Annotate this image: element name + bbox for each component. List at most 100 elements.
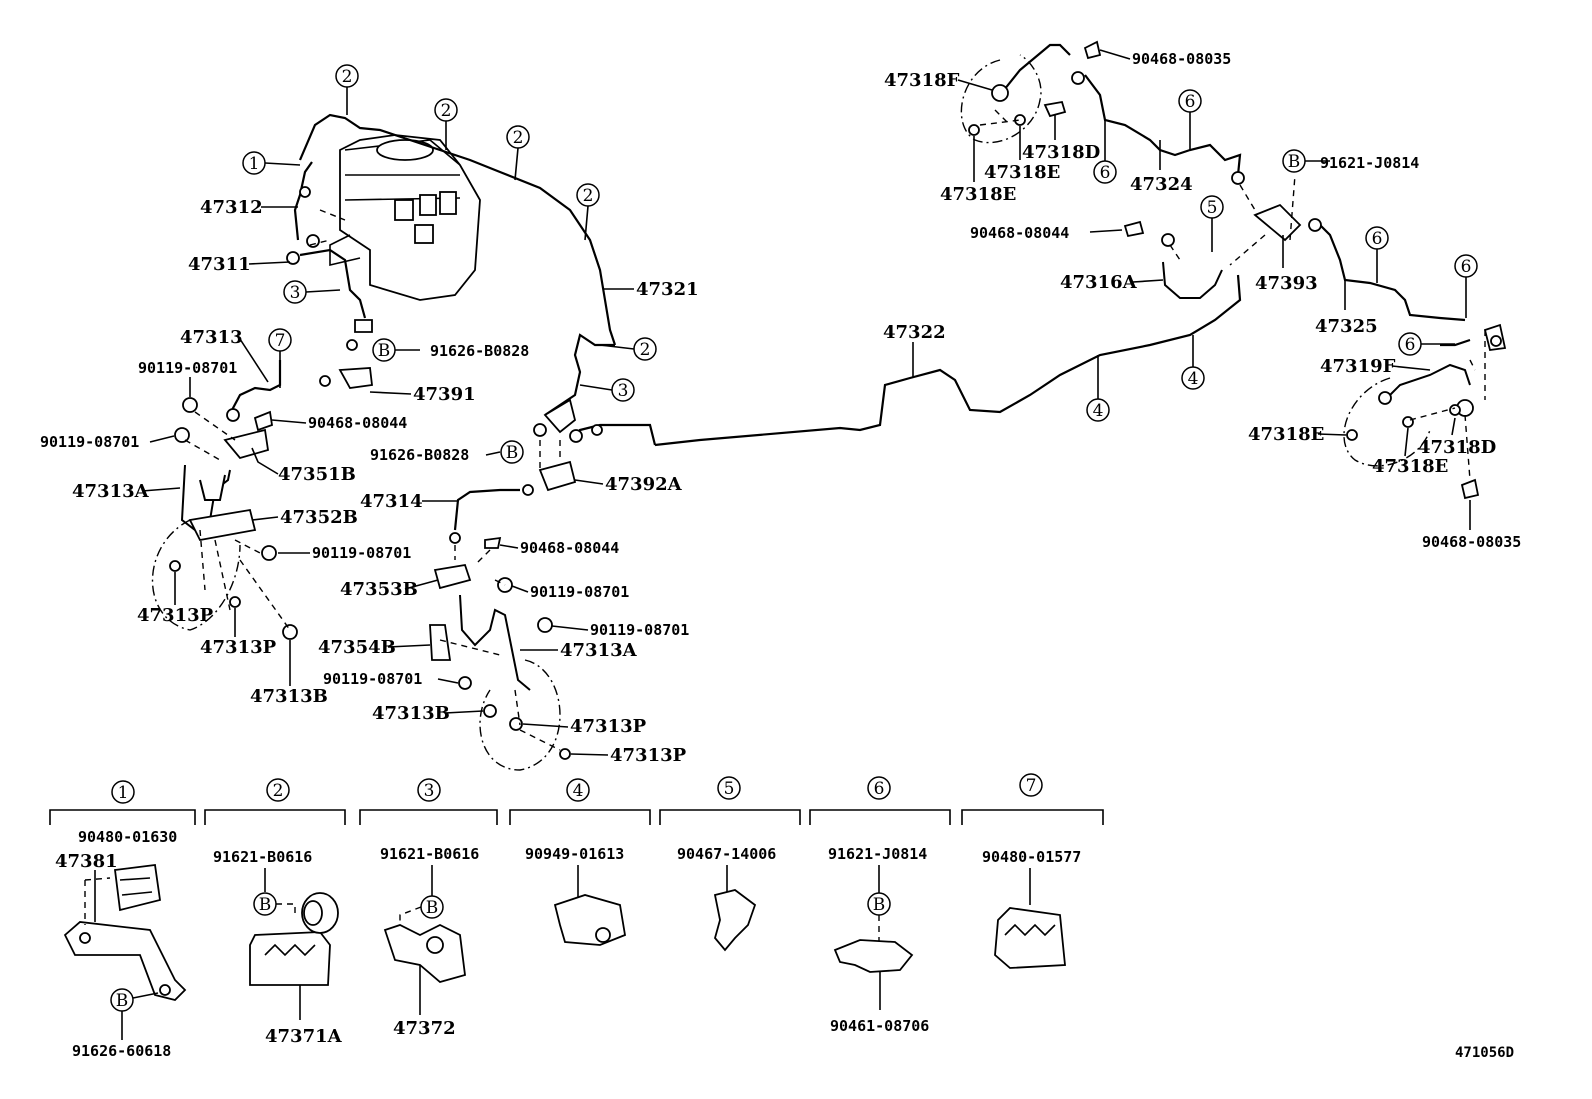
label-47354B: 47354B bbox=[318, 637, 396, 658]
callout-6-d: 6 bbox=[1454, 254, 1478, 278]
svg-text:2: 2 bbox=[583, 186, 594, 206]
legend: 1 2 3 4 5 6 7 90480-01630 47381 B 91626-… bbox=[49, 773, 1104, 1060]
label-47312: 47312 bbox=[200, 197, 263, 218]
svg-text:4: 4 bbox=[1093, 401, 1104, 421]
flex-hoses-left bbox=[180, 464, 531, 691]
legend-5-callout: 5 bbox=[717, 776, 741, 800]
svg-text:7: 7 bbox=[1026, 776, 1037, 796]
label-47313P-b: 47313P bbox=[200, 637, 277, 658]
left-fittings bbox=[169, 186, 603, 760]
legend-1-part-a: 90480-01630 bbox=[78, 828, 177, 846]
callout-7: 7 bbox=[268, 328, 292, 352]
legend-7-part-a: 90480-01577 bbox=[982, 848, 1081, 866]
dashed-guides-left bbox=[151, 209, 561, 771]
legend-1-callout: 1 bbox=[111, 780, 135, 804]
svg-text:6: 6 bbox=[1405, 335, 1416, 355]
callout-2-b: 2 bbox=[434, 98, 458, 122]
svg-text:6: 6 bbox=[874, 779, 885, 799]
label-47313A-a: 47313A bbox=[72, 481, 150, 502]
svg-text:3: 3 bbox=[424, 781, 435, 801]
svg-text:4: 4 bbox=[573, 781, 584, 801]
label-91626-B0828-b: 91626-B0828 bbox=[370, 446, 469, 464]
label-91626-B0828-a: 91626-B0828 bbox=[430, 342, 529, 360]
label-47313P-c: 47313P bbox=[570, 716, 647, 737]
callout-4-b: 4 bbox=[1181, 366, 1205, 390]
label-90119-08701-c: 90119-08701 bbox=[312, 544, 411, 562]
label-90119-08701-d: 90119-08701 bbox=[530, 583, 629, 601]
dashed-guides-right bbox=[960, 54, 1486, 481]
callout-3-b: 3 bbox=[611, 378, 635, 402]
label-47316A: 47316A bbox=[1060, 272, 1138, 293]
svg-text:1: 1 bbox=[249, 154, 260, 174]
label-90119-08701-e: 90119-08701 bbox=[590, 621, 689, 639]
svg-text:3: 3 bbox=[290, 283, 301, 303]
svg-text:7: 7 bbox=[275, 331, 286, 351]
svg-text:2: 2 bbox=[342, 67, 353, 87]
legend-2-b-callout: B bbox=[253, 892, 277, 916]
label-47318D-a: 47318D bbox=[1022, 142, 1100, 163]
label-47319F: 47319F bbox=[1320, 356, 1396, 377]
legend-3-callout: 3 bbox=[417, 778, 441, 802]
label-90468-08044-b: 90468-08044 bbox=[520, 539, 619, 557]
callout-leaders bbox=[264, 87, 1467, 399]
label-90119-08701-a: 90119-08701 bbox=[138, 359, 237, 377]
callout-6-b: 6 bbox=[1093, 160, 1117, 184]
legend-6-callout: 6 bbox=[867, 776, 891, 800]
legend-6-part-b: 90461-08706 bbox=[830, 1017, 929, 1035]
svg-text:B: B bbox=[506, 443, 519, 463]
svg-text:2: 2 bbox=[441, 101, 452, 121]
svg-text:2: 2 bbox=[513, 128, 524, 148]
rear-brake-lines bbox=[968, 40, 1507, 500]
label-47313B-a: 47313B bbox=[250, 686, 328, 707]
svg-text:B: B bbox=[426, 898, 439, 918]
callout-1: 1 bbox=[242, 151, 266, 175]
legend-6-part-a: 91621-J0814 bbox=[828, 845, 927, 863]
label-47353B: 47353B bbox=[340, 579, 418, 600]
label-47318E-b: 47318E bbox=[940, 184, 1016, 205]
callout-b-c: B bbox=[1282, 149, 1306, 173]
legend-5-part-a: 90467-14006 bbox=[677, 845, 776, 863]
legend-3-part-b: 47372 bbox=[393, 1018, 456, 1039]
legend-1-part-b: 47381 bbox=[55, 851, 118, 872]
label-90468-08035-a: 90468-08035 bbox=[1132, 50, 1231, 68]
label-47318E-d: 47318E bbox=[1372, 456, 1448, 477]
callout-b-b: B bbox=[500, 440, 524, 464]
label-47393: 47393 bbox=[1255, 273, 1318, 294]
label-47313: 47313 bbox=[180, 327, 243, 348]
label-47313B-b: 47313B bbox=[372, 703, 450, 724]
label-47322: 47322 bbox=[883, 322, 946, 343]
svg-text:2: 2 bbox=[640, 340, 651, 360]
label-91621-J0814-a: 91621-J0814 bbox=[1320, 154, 1419, 172]
label-47318F: 47318F bbox=[884, 70, 960, 91]
label-47391: 47391 bbox=[413, 384, 476, 405]
svg-text:5: 5 bbox=[724, 779, 735, 799]
label-47318E-c: 47318E bbox=[1248, 424, 1324, 445]
label-90468-08035-b: 90468-08035 bbox=[1422, 533, 1521, 551]
svg-text:B: B bbox=[259, 895, 272, 915]
callout-4-a: 4 bbox=[1086, 398, 1110, 422]
svg-text:2: 2 bbox=[273, 781, 284, 801]
label-47314: 47314 bbox=[360, 491, 423, 512]
legend-2-part-b: 47371A bbox=[265, 1026, 343, 1047]
svg-text:6: 6 bbox=[1372, 229, 1383, 249]
legend-1-b-callout: B bbox=[110, 988, 134, 1012]
svg-text:B: B bbox=[116, 991, 129, 1011]
label-47351B: 47351B bbox=[278, 464, 356, 485]
svg-text:3: 3 bbox=[618, 381, 629, 401]
callout-b-a: B bbox=[372, 338, 396, 362]
svg-text:B: B bbox=[873, 895, 886, 915]
legend-3-part-a: 91621-B0616 bbox=[380, 845, 479, 863]
label-47311: 47311 bbox=[188, 254, 251, 275]
label-47352B: 47352B bbox=[280, 507, 358, 528]
callout-6-e: 6 bbox=[1398, 332, 1422, 356]
label-90119-08701-b: 90119-08701 bbox=[40, 433, 139, 451]
callout-3-a: 3 bbox=[283, 280, 307, 304]
label-47321: 47321 bbox=[636, 279, 699, 300]
svg-text:1: 1 bbox=[118, 783, 129, 803]
label-90468-08044-c: 90468-08044 bbox=[970, 224, 1069, 242]
label-47313P-d: 47313P bbox=[610, 745, 687, 766]
label-47325: 47325 bbox=[1315, 316, 1378, 337]
callout-2-a: 2 bbox=[335, 64, 359, 88]
callout-2-e: 2 bbox=[633, 337, 657, 361]
legend-4-callout: 4 bbox=[566, 778, 590, 802]
